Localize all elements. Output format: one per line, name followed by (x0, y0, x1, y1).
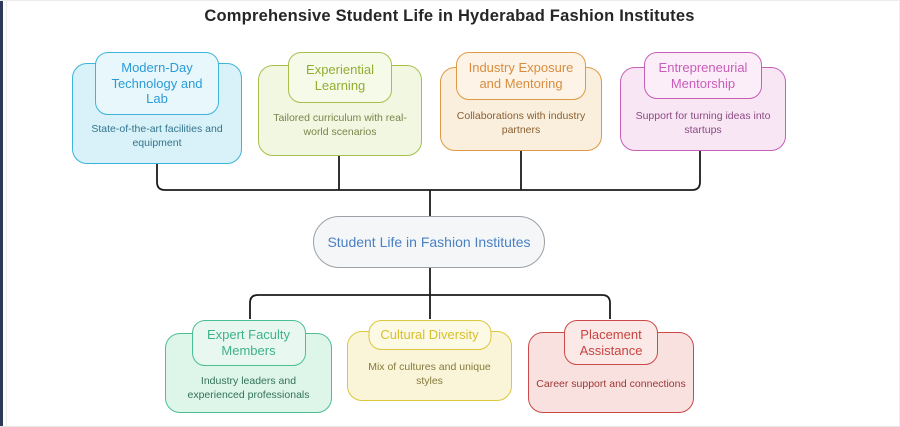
node-title-chip: Entrepreneurial Mentorship (644, 52, 762, 99)
center-node-label: Student Life in Fashion Institutes (327, 234, 531, 250)
node-title-chip: Cultural Diversity (368, 320, 491, 350)
node-title: Entrepreneurial Mentorship (658, 59, 748, 91)
node-placement-assistance: Placement Assistance Career support and … (528, 320, 694, 413)
node-description: Mix of cultures and unique styles (368, 361, 491, 388)
node-description: Collaborations with industry partners (456, 110, 586, 137)
node-title-chip: Modern-Day Technology and Lab (95, 52, 219, 115)
node-title-chip: Placement Assistance (564, 320, 658, 365)
node-title: Modern-Day Technology and Lab (111, 59, 203, 107)
node-title: Expert Faculty Members (206, 327, 291, 358)
center-node-student-life: Student Life in Fashion Institutes (313, 216, 545, 268)
node-description: Tailored curriculum with real-world scen… (273, 112, 407, 139)
left-edge-line (6, 1, 7, 426)
node-cultural-diversity: Cultural Diversity Mix of cultures and u… (347, 320, 512, 401)
node-title: Cultural Diversity (380, 327, 479, 343)
node-industry-exposure-and-mentoring: Industry Exposure and Mentoring Collabor… (440, 52, 602, 151)
node-entrepreneurial-mentorship: Entrepreneurial Mentorship Support for t… (620, 52, 786, 151)
node-title-chip: Expert Faculty Members (191, 320, 306, 366)
node-description: Career support and connections (536, 378, 686, 390)
node-title-chip: Industry Exposure and Mentoring (456, 52, 586, 100)
node-experiential-learning: Experiential Learning Tailored curriculu… (258, 52, 422, 156)
node-expert-faculty-members: Expert Faculty Members Industry leaders … (165, 320, 332, 413)
node-title: Experiential Learning (306, 61, 374, 93)
node-title-chip: Experiential Learning (288, 52, 392, 103)
node-description: Support for turning ideas into startups (635, 110, 771, 137)
left-edge-strip (0, 1, 3, 426)
node-title: Placement Assistance (579, 326, 643, 358)
node-title: Industry Exposure and Mentoring (468, 60, 574, 91)
node-description: State-of-the-art facilities and equipmen… (91, 123, 223, 150)
node-modern-day-technology-and-lab: Modern-Day Technology and Lab State-of-t… (72, 52, 242, 164)
node-description: Industry leaders and experienced profess… (187, 375, 310, 402)
diagram-title: Comprehensive Student Life in Hyderabad … (204, 7, 695, 25)
